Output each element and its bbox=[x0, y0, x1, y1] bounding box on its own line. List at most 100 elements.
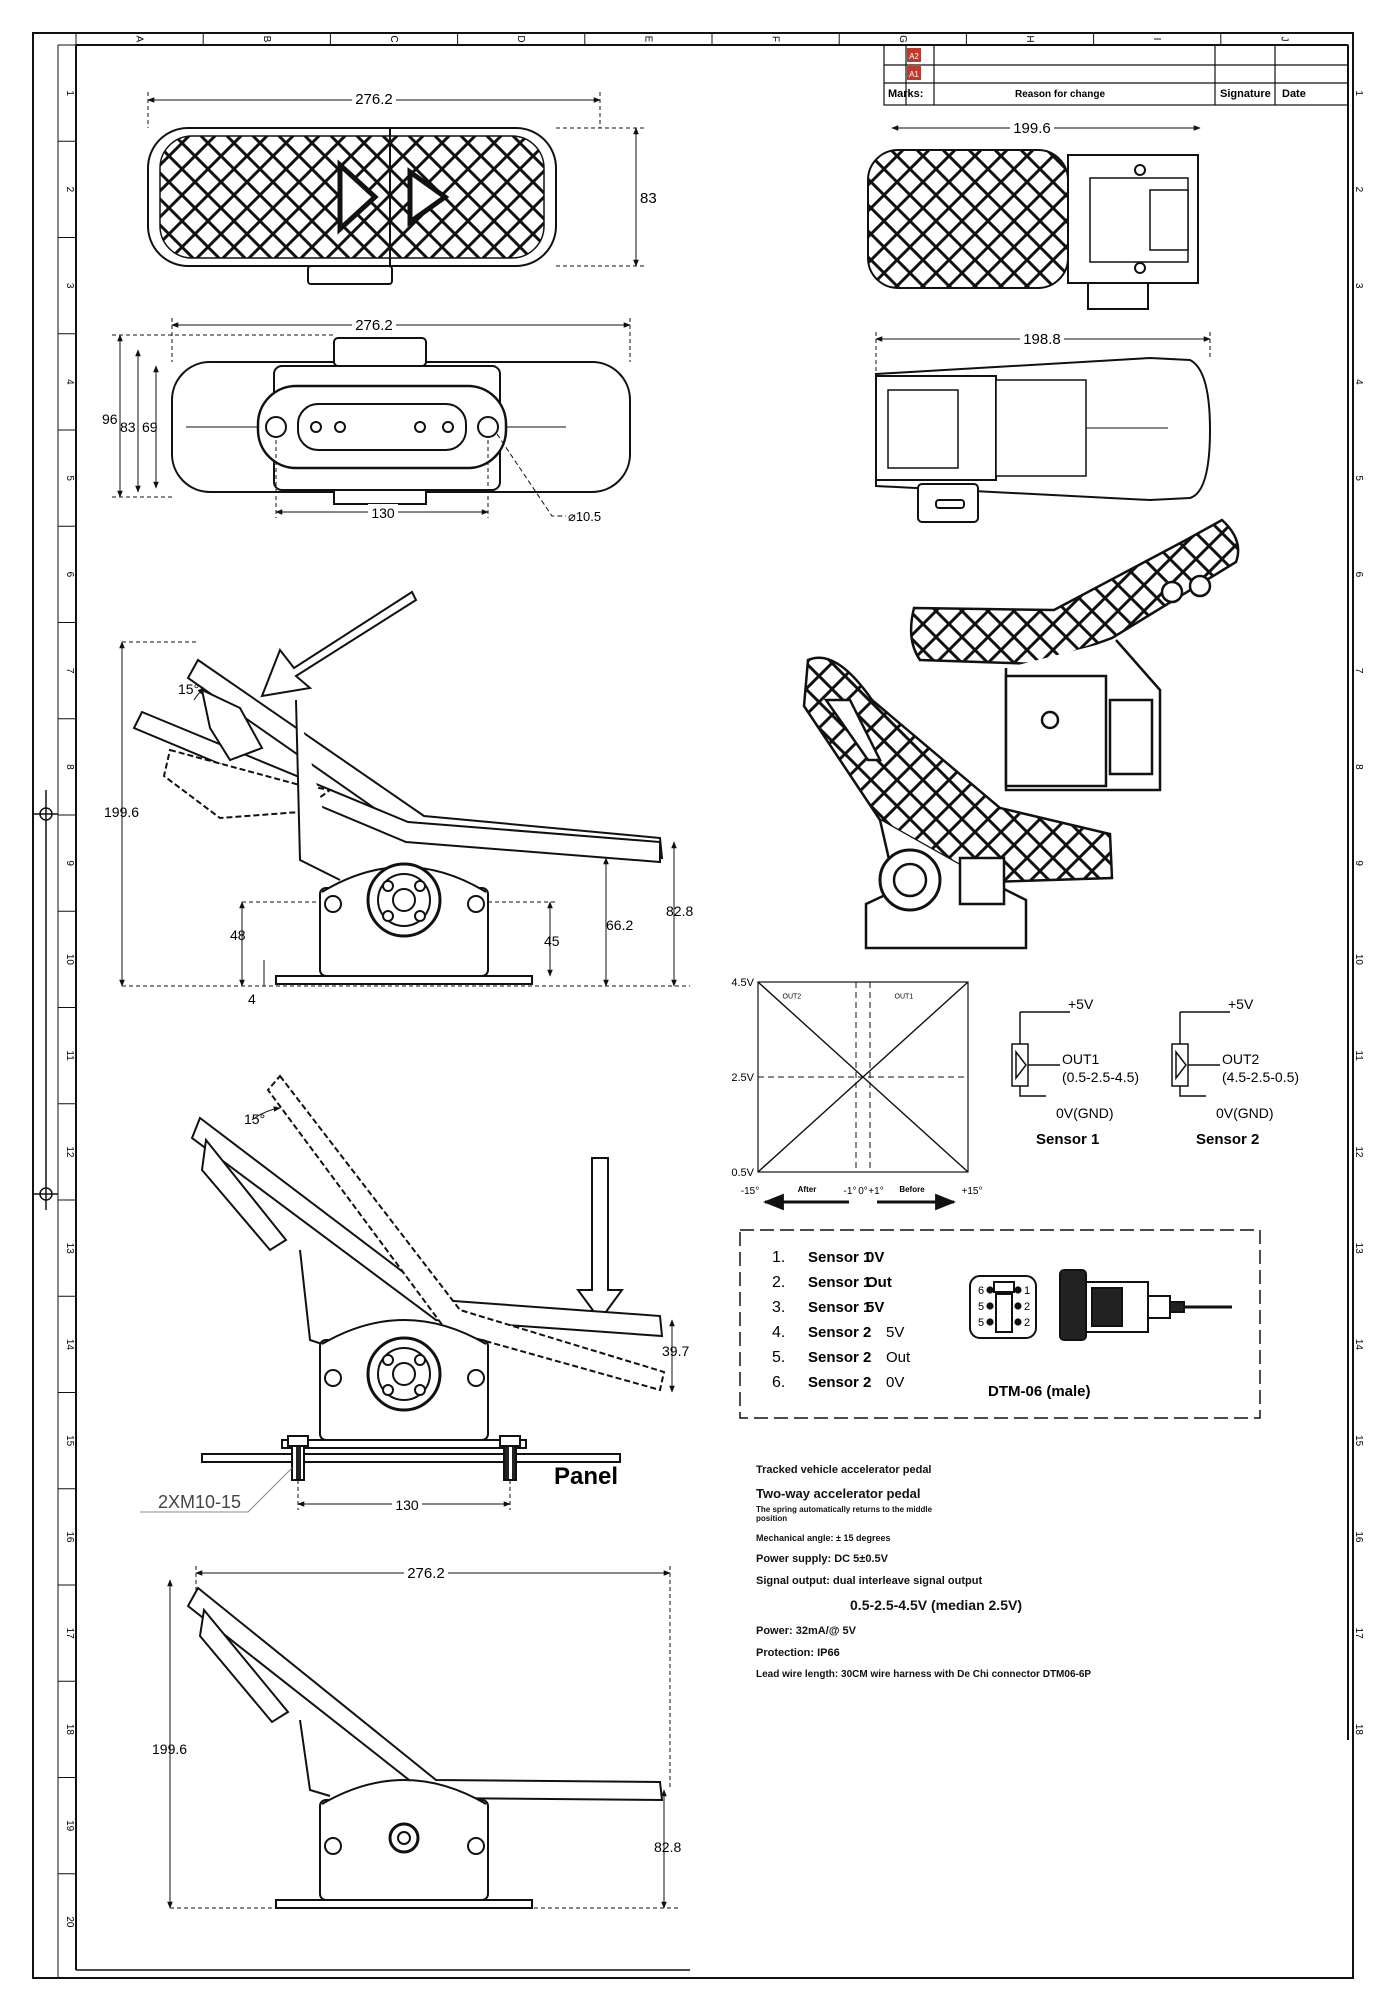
chart-x-tick-label: +1° bbox=[868, 1186, 883, 1197]
connector-pin-2b: 2 bbox=[1024, 1317, 1030, 1329]
grid-row-label-right: 8 bbox=[1353, 764, 1364, 770]
grid-col-label: J bbox=[1278, 37, 1289, 42]
grid-row-label-left: 4 bbox=[64, 379, 75, 385]
pedal-top-view bbox=[147, 127, 557, 285]
grid-row-label-left: 17 bbox=[64, 1628, 75, 1640]
side-view-1-dimensions bbox=[119, 641, 690, 987]
dim-bottom-h69: 69 bbox=[142, 419, 158, 435]
pinout-number: 2. bbox=[772, 1274, 785, 1291]
dim-side3-height: 199.6 bbox=[152, 1741, 187, 1757]
pinout-sensor-name: Sensor 2 bbox=[808, 1324, 871, 1341]
grid-row-label-right: 3 bbox=[1353, 283, 1364, 289]
marks-label: Marks: bbox=[888, 88, 923, 100]
spec-angle: Mechanical angle: ± 15 degrees bbox=[756, 1533, 891, 1544]
grid-row-label-right: 11 bbox=[1353, 1050, 1364, 1061]
chart-x-tick-label: +15° bbox=[962, 1186, 983, 1197]
chart-x-tick-label: -1° bbox=[844, 1186, 857, 1197]
grid-row-label-left: 19 bbox=[64, 1820, 75, 1832]
chart-after-label: After bbox=[798, 1185, 817, 1194]
dim-side2-h397: 39.7 bbox=[662, 1343, 689, 1359]
pinout-sensor-name: Sensor 2 bbox=[808, 1349, 871, 1366]
pinout-sensor-name: Sensor 1 bbox=[808, 1299, 871, 1316]
sensor-1-supply: +5V bbox=[1068, 996, 1094, 1012]
grid-col-label: I bbox=[1151, 38, 1162, 41]
connector-pin-5b: 5 bbox=[978, 1317, 984, 1329]
side-view-2-arrow bbox=[576, 1157, 624, 1322]
grid-row-label-left: 13 bbox=[64, 1243, 75, 1255]
grid-row-label-right: 13 bbox=[1353, 1243, 1364, 1255]
sheet-side-rail bbox=[34, 790, 58, 1210]
spec-supply: Power supply: DC 5±0.5V bbox=[756, 1553, 888, 1566]
pedal-bottom-view bbox=[171, 337, 631, 505]
sensor-1-out: OUT1 bbox=[1062, 1051, 1100, 1067]
pedal-side-view-right bbox=[867, 149, 1199, 310]
grid-row-label-right: 2 bbox=[1353, 187, 1364, 193]
grid-row-label-right: 10 bbox=[1353, 954, 1364, 966]
chart-y-tick-label: 0.5V bbox=[731, 1167, 754, 1179]
pinout-sensor-name: Sensor 1 bbox=[808, 1274, 871, 1291]
spec-spring: The spring automatically returns to the … bbox=[756, 1505, 933, 1524]
dim-bottom-h96: 96 bbox=[102, 411, 118, 427]
grid-col-label: A bbox=[134, 36, 145, 43]
spec-signal-range: 0.5-2.5-4.5V (median 2.5V) bbox=[850, 1597, 1022, 1614]
dim-side1-angle: 15° bbox=[178, 681, 199, 697]
grid-row-label-right: 17 bbox=[1353, 1628, 1364, 1640]
grid-row-label-left: 20 bbox=[64, 1916, 75, 1928]
grid-row-label-right: 4 bbox=[1353, 379, 1364, 385]
product-specifications: Tracked vehicle accelerator pedal Two-wa… bbox=[756, 1464, 1156, 1690]
dim-side1-height: 199.6 bbox=[104, 804, 139, 820]
grid-row-label-left: 16 bbox=[64, 1531, 75, 1543]
connector-face bbox=[969, 1275, 1037, 1339]
pinout-signal: Out bbox=[886, 1349, 911, 1366]
grid-row-label-right: 7 bbox=[1353, 668, 1364, 674]
grid-row-label-left: 18 bbox=[64, 1724, 75, 1736]
pinout-signal: 5V bbox=[886, 1324, 904, 1341]
pinout-signal: 0V bbox=[886, 1374, 904, 1391]
grid-row-label-right: 5 bbox=[1353, 475, 1364, 481]
pinout-sensor-name: Sensor 2 bbox=[808, 1374, 871, 1391]
grid-row-label-right: 1 bbox=[1353, 90, 1364, 96]
dim-side2-screw: 2XM10-15 bbox=[158, 1492, 241, 1512]
sensor-2-schematic bbox=[1171, 1011, 1230, 1097]
side-view-3-pedal bbox=[186, 1586, 664, 1909]
dim-hole-spacing: 130 bbox=[371, 505, 395, 521]
grid-row-label-left: 3 bbox=[64, 283, 75, 289]
grid-col-label: H bbox=[1024, 35, 1035, 42]
grid-col-label: G bbox=[897, 35, 908, 43]
grid-row-label-left: 2 bbox=[64, 187, 75, 193]
chart-series-label-out1: OUT1 bbox=[895, 994, 914, 1001]
connector-plug-side bbox=[1059, 1269, 1232, 1341]
spec-lead: Lead wire length: 30CM wire harness with… bbox=[756, 1669, 1092, 1681]
grid-row-label-left: 8 bbox=[64, 764, 75, 770]
pedal-isometric-render-right bbox=[909, 518, 1240, 792]
chart-series-line bbox=[757, 981, 969, 1173]
dim-side1-h45: 45 bbox=[544, 933, 560, 949]
grid-row-label-left: 7 bbox=[64, 668, 75, 674]
pinout-signal: 0V bbox=[866, 1249, 884, 1266]
pinout-number: 5. bbox=[772, 1349, 785, 1366]
grid-row-label-right: 14 bbox=[1353, 1339, 1364, 1351]
grid-row-label-left: 6 bbox=[64, 572, 75, 578]
dim-side-length: 199.6 bbox=[1013, 120, 1051, 137]
spec-protection: Protection: IP66 bbox=[756, 1647, 840, 1660]
dim-bottom-length: 276.2 bbox=[355, 317, 393, 334]
dim-right-bottom-length: 198.8 bbox=[1023, 331, 1061, 348]
spec-type: Two-way accelerator pedal bbox=[756, 1486, 921, 1501]
side-view-1-pedal bbox=[132, 658, 664, 985]
connector-pin-5a: 5 bbox=[978, 1301, 984, 1313]
pinout-number: 3. bbox=[772, 1299, 785, 1316]
chart-before-label: Before bbox=[899, 1185, 925, 1194]
chart-x-tick-label: 0° bbox=[858, 1186, 868, 1197]
dim-top-height: 83 bbox=[640, 190, 657, 207]
grid-row-label-left: 15 bbox=[64, 1435, 75, 1447]
dim-side3-length: 276.2 bbox=[407, 1565, 445, 1582]
dim-side1-h828: 82.8 bbox=[666, 903, 693, 919]
grid-col-label: C bbox=[388, 35, 399, 42]
grid-row-label-right: 12 bbox=[1353, 1146, 1364, 1158]
dim-side3-h828: 82.8 bbox=[654, 1839, 681, 1855]
side-view-1-arrow bbox=[260, 590, 418, 698]
